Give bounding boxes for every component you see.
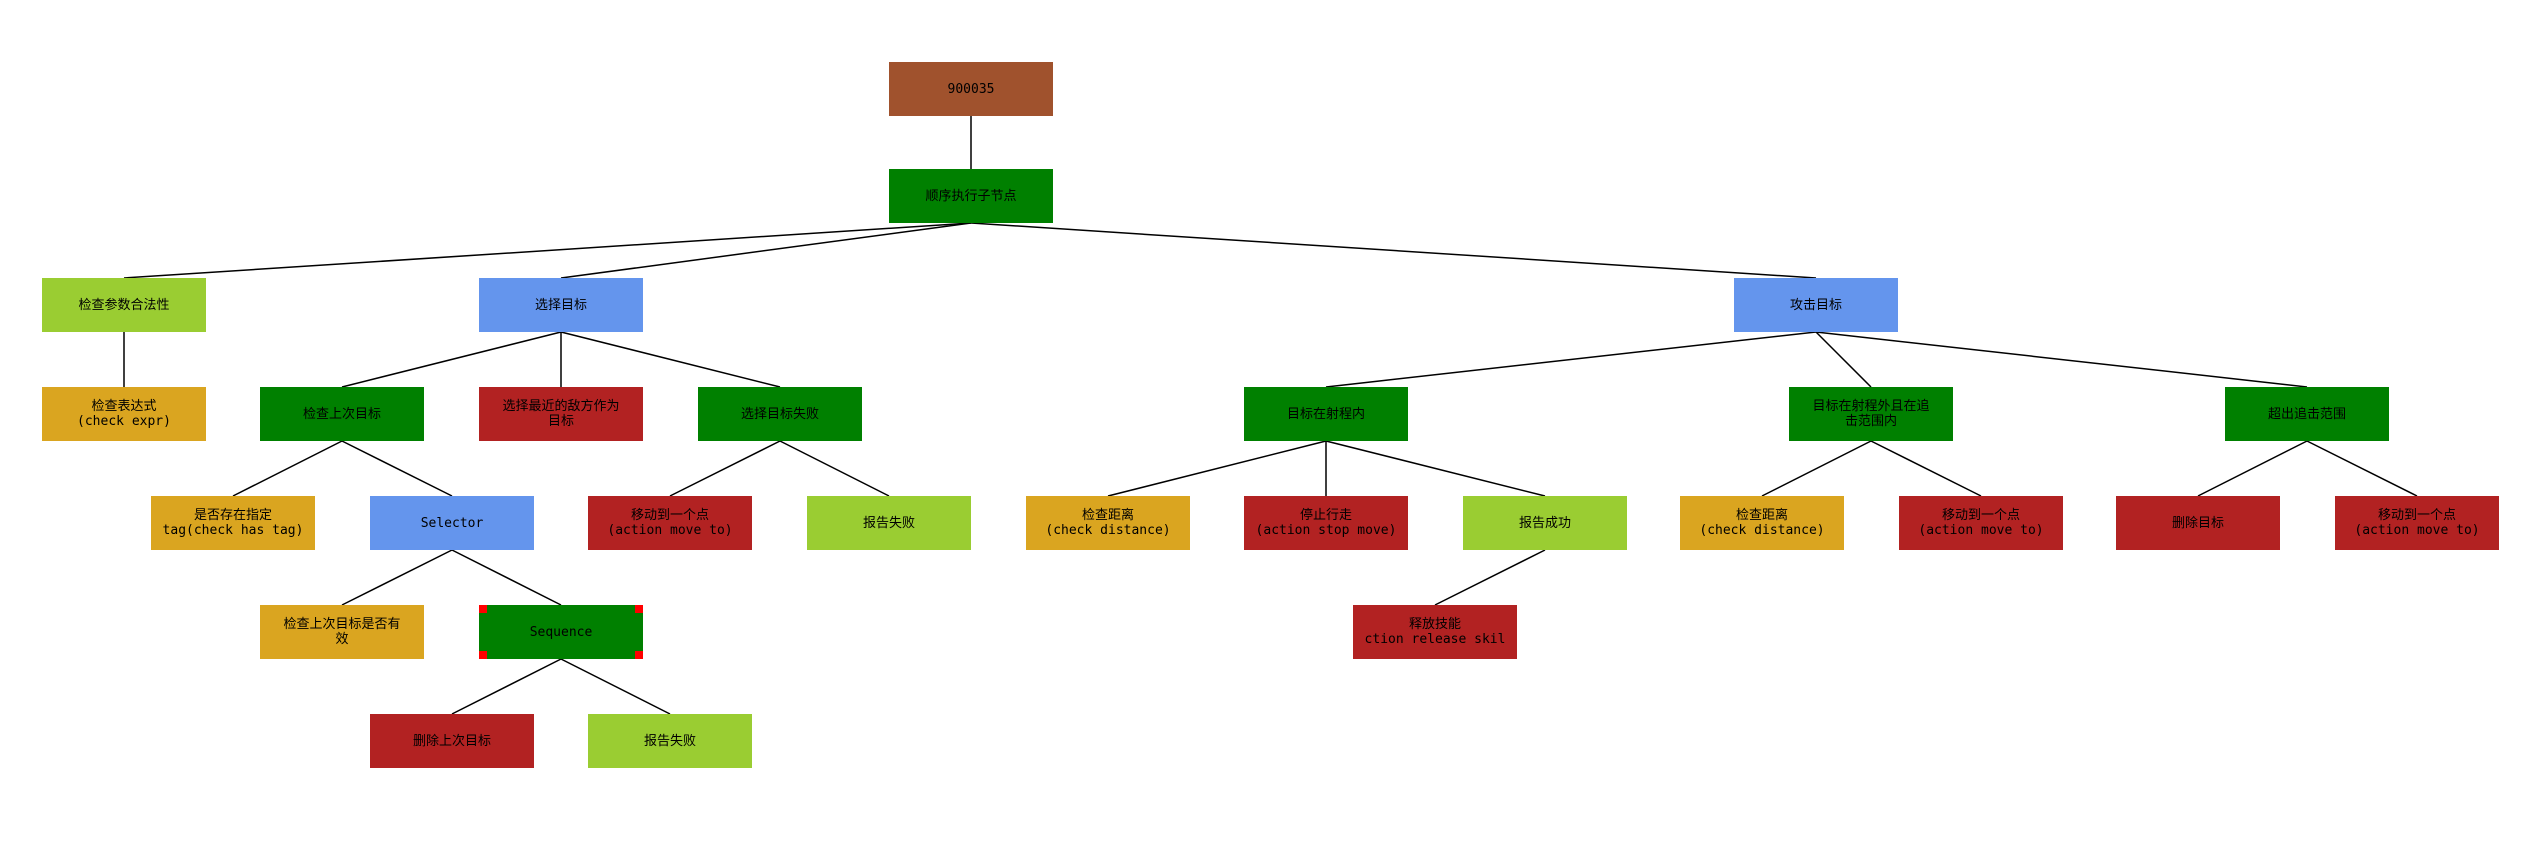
- node-label-line: 超出追击范围: [2267, 406, 2346, 422]
- breakpoint-marker: [635, 651, 643, 659]
- node-root[interactable]: 900035: [889, 62, 1053, 116]
- node-label-line: (action move to): [2354, 523, 2480, 538]
- node-report-success[interactable]: 报告成功: [1463, 496, 1627, 550]
- node-label-line: (check expr): [77, 414, 171, 429]
- edge-sequence_inner-report_fail_1: [560, 658, 671, 715]
- node-label-line: 报告成功: [1518, 515, 1571, 531]
- node-label-line: Selector: [420, 515, 484, 531]
- node-move-point-3[interactable]: 移动到一个点(action move to): [2335, 496, 2499, 550]
- node-label-line: 报告失败: [643, 733, 696, 749]
- edge-seq_main-select_target: [560, 222, 972, 279]
- node-label-line: 检查参数合法性: [78, 297, 170, 313]
- node-out-of-range[interactable]: 超出追击范围: [2225, 387, 2389, 441]
- node-select-fail[interactable]: 选择目标失败: [698, 387, 862, 441]
- edge-select_target-select_fail: [560, 331, 781, 388]
- node-selector-inner[interactable]: Selector: [370, 496, 534, 550]
- node-label-line: 目标在射程外且在追: [1812, 399, 1930, 414]
- edge-check_last_target-selector_inner: [341, 440, 453, 497]
- node-label-line: 移动到一个点: [2377, 508, 2456, 523]
- node-last-target-valid[interactable]: 检查上次目标是否有效: [260, 605, 424, 659]
- edge-in_chase_range-check_dist_2: [1761, 440, 1872, 497]
- node-label-line: 攻击目标: [1789, 297, 1842, 313]
- node-check-params[interactable]: 检查参数合法性: [42, 278, 206, 332]
- node-clear-last-target[interactable]: 删除上次目标: [370, 714, 534, 768]
- node-check-last-target[interactable]: 检查上次目标: [260, 387, 424, 441]
- breakpoint-marker: [635, 605, 643, 613]
- node-in-range[interactable]: 目标在射程内: [1244, 387, 1408, 441]
- node-label-line: 检查距离: [1081, 508, 1134, 523]
- node-label-line: Sequence: [529, 624, 593, 640]
- edge-in_chase_range-move_point_2: [1870, 440, 1982, 497]
- node-label-line: 顺序执行子节点: [925, 188, 1017, 204]
- node-label-line: (action move to): [607, 523, 733, 538]
- node-label-line: 停止行走: [1299, 508, 1352, 523]
- node-stop-move[interactable]: 停止行走(action stop move): [1244, 496, 1408, 550]
- node-label-line: 删除上次目标: [412, 733, 491, 749]
- breakpoint-marker: [479, 605, 487, 613]
- node-label-line: 检查上次目标是否有: [283, 617, 401, 632]
- node-label-line: 选择最近的敌方作为: [502, 399, 620, 414]
- node-label-line: 效: [335, 632, 349, 647]
- node-sequence-inner[interactable]: Sequence: [479, 605, 643, 659]
- node-move-point-2[interactable]: 移动到一个点(action move to): [1899, 496, 2063, 550]
- edge-select_target-check_last_target: [341, 331, 562, 388]
- node-label-line: ction release skil: [1364, 632, 1506, 647]
- edge-selector_inner-sequence_inner: [451, 549, 562, 606]
- edge-in_range-report_success: [1325, 440, 1546, 497]
- node-delete-target[interactable]: 删除目标: [2116, 496, 2280, 550]
- edge-out_of_range-move_point_3: [2306, 440, 2418, 497]
- edge-select_fail-move_point_1: [669, 440, 781, 497]
- node-label-line: 是否存在指定: [193, 508, 272, 523]
- node-label-line: 检查表达式: [91, 399, 157, 414]
- node-label-line: 目标: [547, 414, 574, 429]
- edge-attack_target-in_range: [1325, 331, 1817, 388]
- breakpoint-marker: [479, 651, 487, 659]
- edge-out_of_range-delete_target: [2197, 440, 2308, 497]
- edge-attack_target-out_of_range: [1815, 331, 2308, 388]
- node-check-expr[interactable]: 检查表达式(check expr): [42, 387, 206, 441]
- node-label-line: 移动到一个点: [630, 508, 709, 523]
- node-label-line: tag(check has tag): [162, 523, 304, 538]
- node-label-line: 报告失败: [862, 515, 915, 531]
- node-label-line: 选择目标失败: [740, 406, 819, 422]
- edge-attack_target-in_chase_range: [1815, 331, 1872, 388]
- node-label-line: 目标在射程内: [1286, 406, 1365, 422]
- node-check-dist-2[interactable]: 检查距离(check distance): [1680, 496, 1844, 550]
- node-label-line: (check distance): [1045, 523, 1171, 538]
- node-label-line: (action stop move): [1255, 523, 1397, 538]
- edge-seq_main-check_params: [123, 222, 972, 279]
- node-label-line: 释放技能: [1408, 617, 1461, 632]
- edge-sequence_inner-clear_last_target: [451, 658, 562, 715]
- edge-in_range-check_dist_1: [1107, 440, 1327, 497]
- node-seq-main[interactable]: 顺序执行子节点: [889, 169, 1053, 223]
- node-choose-nearest[interactable]: 选择最近的敌方作为目标: [479, 387, 643, 441]
- edge-select_fail-report_fail_2: [779, 440, 890, 497]
- node-report-fail-2[interactable]: 报告失败: [807, 496, 971, 550]
- node-label-line: 移动到一个点: [1941, 508, 2020, 523]
- node-check-dist-1[interactable]: 检查距离(check distance): [1026, 496, 1190, 550]
- edge-seq_main-attack_target: [970, 222, 1817, 279]
- node-select-target[interactable]: 选择目标: [479, 278, 643, 332]
- node-move-point-1[interactable]: 移动到一个点(action move to): [588, 496, 752, 550]
- node-label-line: 900035: [947, 81, 995, 97]
- node-in-chase-range[interactable]: 目标在射程外且在追击范围内: [1789, 387, 1953, 441]
- edge-selector_inner-last_target_valid: [341, 549, 453, 606]
- node-label-line: (action move to): [1918, 523, 2044, 538]
- node-label-line: (check distance): [1699, 523, 1825, 538]
- node-label-line: 删除目标: [2171, 515, 2224, 531]
- node-report-fail-1[interactable]: 报告失败: [588, 714, 752, 768]
- node-label-line: 检查上次目标: [302, 406, 381, 422]
- node-attack-target[interactable]: 攻击目标: [1734, 278, 1898, 332]
- node-label-line: 检查距离: [1735, 508, 1788, 523]
- node-label-line: 选择目标: [534, 297, 587, 313]
- edge-report_success-release_skill: [1434, 549, 1546, 606]
- edge-check_last_target-has_tag: [232, 440, 343, 497]
- node-label-line: 击范围内: [1844, 414, 1897, 429]
